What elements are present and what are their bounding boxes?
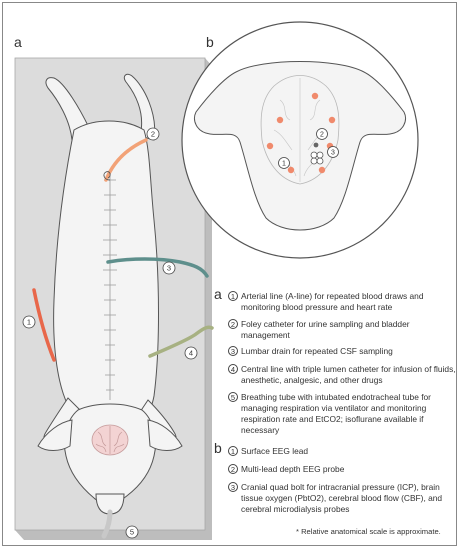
pig-right-ear — [147, 419, 183, 451]
legend-a-num-5: 5 — [228, 392, 238, 402]
callout-5: 5 — [130, 528, 134, 537]
pig-brain — [91, 424, 129, 456]
inset-callout-3: 3 — [331, 150, 335, 157]
callout-4: 4 — [189, 349, 193, 358]
legend-label-a: a — [214, 286, 222, 302]
footnote: * Relative anatomical scale is approxima… — [296, 527, 441, 536]
callout-labels-panel-a: 1 2 3 4 5 — [27, 130, 193, 537]
legend-a-text-3: Lumbar drain for repeated CSF sampling — [241, 346, 393, 356]
foley-catheter — [104, 138, 148, 182]
central-line — [148, 325, 214, 358]
spine — [103, 170, 117, 400]
pig-torso — [53, 120, 159, 434]
legend-b-text-1: Surface EEG lead — [241, 446, 309, 456]
pig-right-hind-leg — [123, 73, 156, 141]
legend-label-b: b — [214, 440, 222, 456]
inset-callout-1: 1 — [282, 161, 286, 168]
figure-frame — [2, 2, 457, 546]
foley-catheter-coil — [103, 171, 111, 181]
callout-2: 2 — [151, 130, 155, 139]
magnified-head-inset: 1 2 3 — [181, 21, 419, 259]
legend-b-text-3: Cranial quad bolt for intracranial press… — [241, 482, 443, 514]
depth-eeg-probe — [313, 142, 319, 148]
panel-label-b: b — [206, 34, 214, 50]
legend-a-text-4: Central line with triple lumen catheter … — [241, 364, 456, 385]
breathing-tube — [101, 509, 113, 539]
cranial-quad-bolt — [310, 151, 324, 165]
legend-b-num-1: 1 — [228, 446, 238, 456]
legend-a-text-2: Foley catheter for urine sampling and bl… — [241, 319, 410, 340]
panel-label-a: a — [14, 34, 22, 50]
legend-b-num-2: 2 — [228, 464, 238, 474]
legend-a-num-1: 1 — [228, 291, 238, 301]
legend-a-text-5: Breathing tube with intubated endotrache… — [241, 392, 431, 435]
legend-a-num-2: 2 — [228, 319, 238, 329]
legend-a-num-4: 4 — [228, 364, 238, 374]
callout-1: 1 — [27, 318, 31, 327]
legend-a-text-1: Arterial line (A-line) for repeated bloo… — [241, 291, 424, 312]
legend-b-text-2: Multi-lead depth EEG probe — [241, 464, 345, 474]
pig-left-ear — [37, 419, 73, 451]
inset-callout-2: 2 — [320, 132, 324, 139]
pig-left-hind-leg — [45, 77, 93, 141]
callout-3: 3 — [167, 264, 171, 273]
callouts-panel-a — [22, 127, 198, 539]
pig-body — [37, 73, 183, 515]
legend-a-num-3: 3 — [228, 346, 238, 356]
lumbar-drain — [106, 257, 209, 278]
legend-b-num-3: 3 — [228, 482, 238, 492]
arterial-line — [32, 288, 56, 362]
